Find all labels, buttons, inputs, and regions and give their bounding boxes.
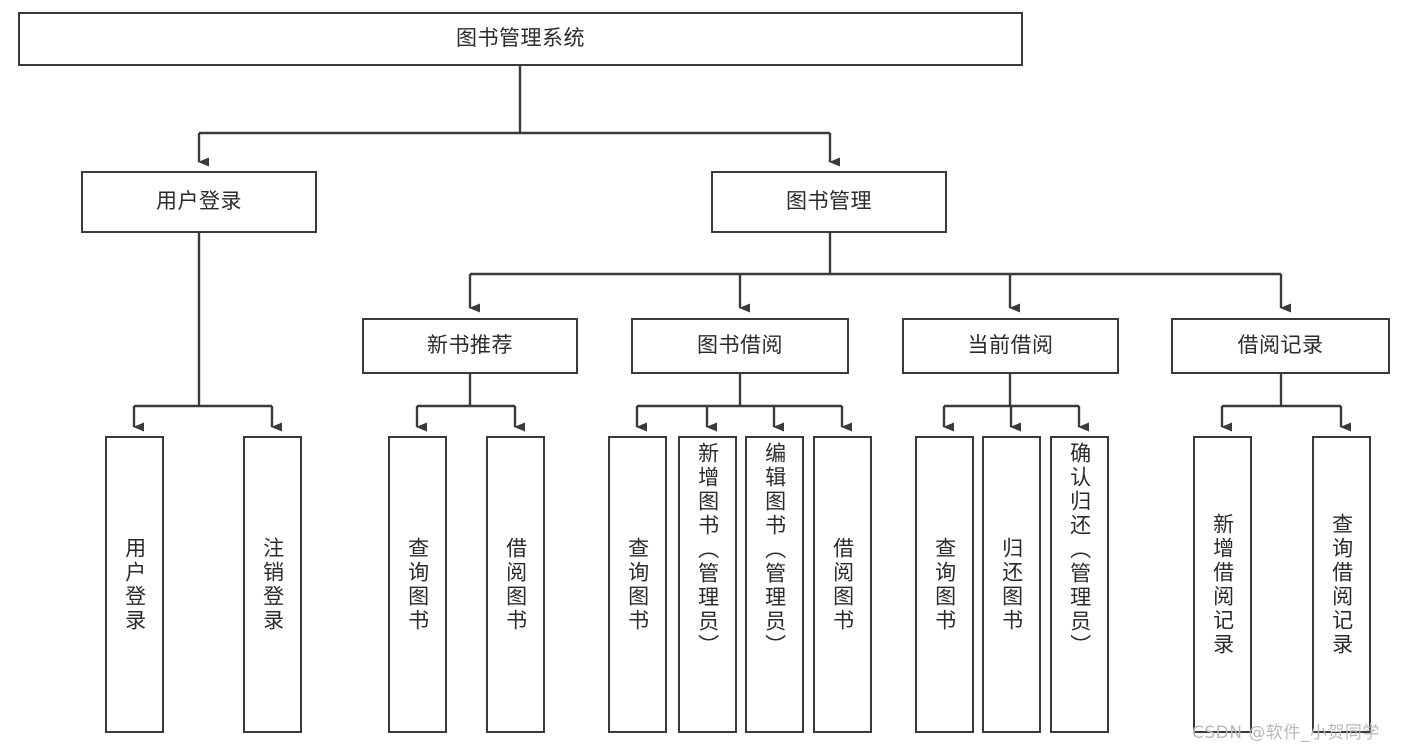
- node-leaf-add-borrow-record[interactable]: 新增借阅记录: [1193, 436, 1252, 733]
- node-label: 借阅图书: [503, 536, 528, 633]
- node-book-management[interactable]: 图书管理: [711, 171, 947, 233]
- node-current-borrow[interactable]: 当前借阅: [902, 318, 1119, 374]
- node-leaf-user-login[interactable]: 用户登录: [105, 436, 164, 733]
- node-leaf-borrow-books-borrow[interactable]: 借阅图书: [813, 436, 872, 733]
- node-label: 当前借阅: [967, 333, 1054, 358]
- node-book-management-system[interactable]: 图书管理系统: [18, 12, 1023, 66]
- node-leaf-logout-login[interactable]: 注销登录: [243, 436, 302, 733]
- node-leaf-edit-book-admin[interactable]: 编辑图书（管理员）: [745, 436, 804, 733]
- node-label: 图书管理: [786, 189, 872, 214]
- node-label: 用户登录: [122, 536, 147, 633]
- node-label: 新书推荐: [427, 333, 513, 358]
- node-leaf-query-books-current[interactable]: 查询图书: [915, 436, 974, 733]
- node-leaf-add-book-admin[interactable]: 新增图书（管理员）: [678, 436, 737, 733]
- node-leaf-query-books-recommend[interactable]: 查询图书: [388, 436, 447, 733]
- node-new-book-recommend[interactable]: 新书推荐: [362, 318, 578, 374]
- node-label: 查询图书: [932, 536, 957, 633]
- node-label: 用户登录: [156, 189, 242, 214]
- node-label: 借阅记录: [1237, 333, 1324, 358]
- node-borrow-record[interactable]: 借阅记录: [1171, 318, 1390, 374]
- node-label: 图书借阅: [697, 333, 783, 358]
- node-label: 借阅图书: [830, 536, 855, 633]
- node-leaf-borrow-books-recommend[interactable]: 借阅图书: [486, 436, 545, 733]
- watermark-text: CSDN @软件_小贺同学: [1192, 723, 1380, 743]
- node-label: 新增图书（管理员）: [695, 442, 720, 658]
- node-label: 归还图书: [999, 536, 1024, 633]
- node-label: 查询图书: [405, 536, 430, 633]
- node-leaf-query-borrow-record[interactable]: 查询借阅记录: [1312, 436, 1371, 733]
- node-book-borrow[interactable]: 图书借阅: [631, 318, 849, 374]
- node-leaf-query-books-borrow[interactable]: 查询图书: [608, 436, 667, 733]
- node-label: 编辑图书（管理员）: [762, 442, 787, 658]
- node-label: 查询图书: [625, 536, 650, 633]
- node-label: 确认归还（管理员）: [1067, 442, 1092, 658]
- node-leaf-confirm-return-admin[interactable]: 确认归还（管理员）: [1050, 436, 1109, 733]
- node-label: 新增借阅记录: [1210, 512, 1235, 657]
- node-label: 注销登录: [260, 536, 285, 633]
- node-label: 查询借阅记录: [1329, 512, 1354, 657]
- node-label: 图书管理系统: [456, 26, 585, 51]
- node-leaf-return-books[interactable]: 归还图书: [982, 436, 1041, 733]
- node-user-login[interactable]: 用户登录: [81, 171, 317, 233]
